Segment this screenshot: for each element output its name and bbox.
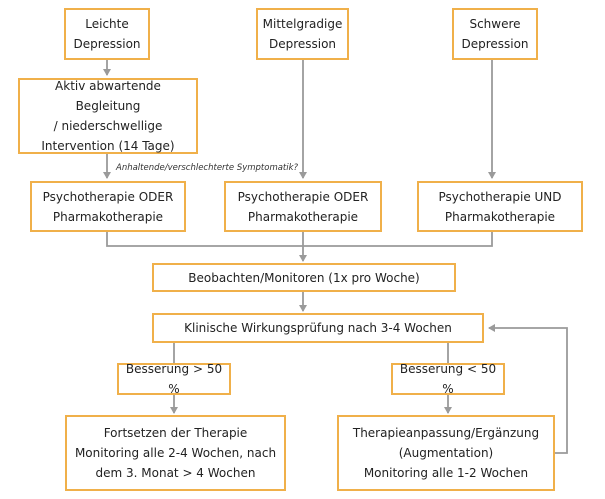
box-leichte-depression: Leichte Depression: [64, 8, 150, 60]
box-besserung-lt-50: Besserung < 50 %: [391, 362, 505, 396]
box-anpassung: Therapieanpassung/Ergänzung (Augmentatio…: [337, 415, 555, 491]
box-psycho-oder-1: Psychotherapie ODER Pharmakotherapie: [30, 181, 186, 232]
arrow-feedback-loop: [488, 324, 568, 454]
box-psycho-oder-2: Psychotherapie ODER Pharmakotherapie: [224, 181, 382, 232]
box-schwere-depression: Schwere Depression: [452, 8, 538, 60]
box-begleitung: Aktiv abwartende Begleitung / niederschw…: [18, 78, 198, 154]
box-psycho-und: Psychotherapie UND Pharmakotherapie: [417, 181, 583, 232]
annotation-symptomatik: Anhaltende/verschlechterte Symptomatik?: [116, 163, 299, 173]
merge-line: [106, 232, 493, 247]
box-fortsetzen: Fortsetzen der Therapie Monitoring alle …: [65, 415, 286, 491]
box-wirkungspruefung: Klinische Wirkungsprüfung nach 3-4 Woche…: [152, 313, 484, 343]
box-besserung-gt-50: Besserung > 50 %: [117, 362, 231, 396]
box-beobachten: Beobachten/Monitoren (1x pro Woche): [152, 263, 456, 292]
box-mittelgradige-depression: Mittelgradige Depression: [256, 8, 349, 60]
